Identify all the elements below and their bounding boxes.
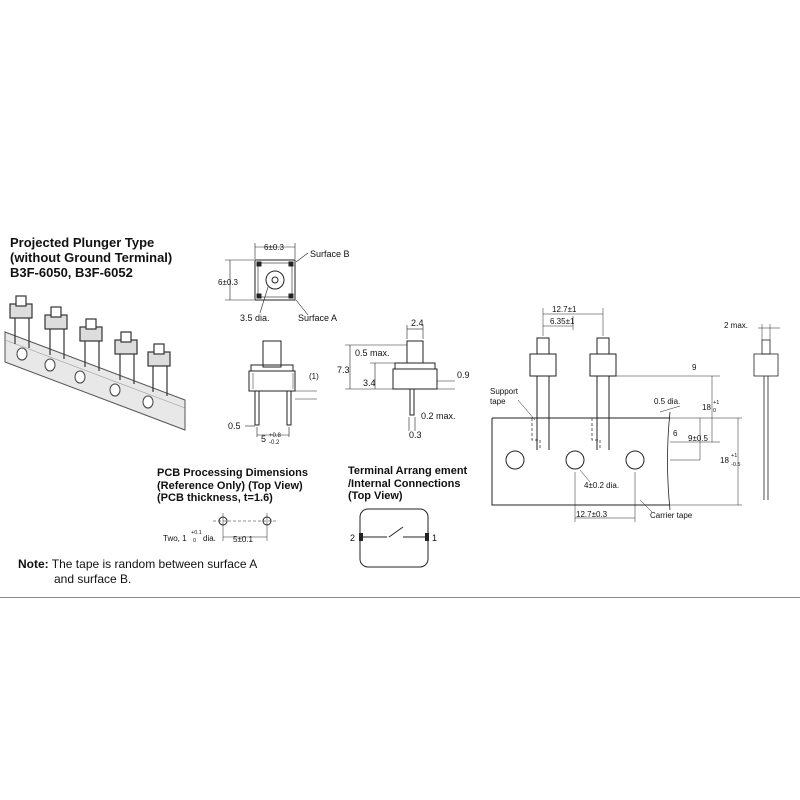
title-line-1: Projected Plunger Type [10,235,155,250]
support-tape-label-2: tape [490,397,506,406]
top-width-dim: 6±0.3 [264,243,285,252]
pin-right-label: 1 [432,533,437,543]
max-05-dim: 0.5 max. [355,348,390,358]
pcb-holes-drawing: Two, 1 +0.1 0 dia. 5±0.1 [163,513,277,544]
note-label: Note: [18,557,49,571]
note-block: Note: The tape is random between surface… [18,557,257,587]
terminal-diagram: 2 1 [350,508,437,568]
max-02-dim: 0.2 max. [421,411,456,421]
dim-09: 0.9 [457,370,470,380]
side-view-drawing: 0.5 5 +0.8 -0.2 (1) [228,340,319,446]
hole-label: Two, 1 [163,534,187,543]
terminal-heading-1: Terminal Arrang ement [348,465,468,477]
surface-b-label: Surface B [310,249,350,259]
pcb-heading-2: (Reference Only) (Top View) [157,479,303,492]
hole-tol-lower: 0 [193,538,196,544]
tape-dim-9: 9 [692,363,697,372]
tape-hole-dia: 4±0.2 dia. [584,481,619,490]
note-line-1: The tape is random between surface A [51,557,258,571]
terminal-heading: Terminal Arrang ement /Internal Connecti… [348,465,467,503]
tape-dim-18a: 18 [702,403,711,412]
tape-dia-05: 0.5 dia. [654,397,680,406]
tape-dim-18b-lower: -0.5 [731,462,740,468]
pcb-heading: PCB Processing Dimensions (Reference Onl… [157,467,308,505]
top-view-drawing: 6±0.3 6±0.3 Surface B 3.5 dia. Surface A [218,243,350,323]
pitch-tol-lower: -0.2 [269,440,280,446]
plunger-dia-label: 3.5 dia. [240,313,270,323]
height-34-dim: 3.4 [363,378,376,388]
carrier-tape-label: Carrier tape [650,511,693,520]
taped-switches-illustration [4,295,186,431]
hole-tol-upper: +0.1 [191,530,202,536]
tape-dim-18b-upper: +1 [731,453,737,459]
pitch-dim: 5 [261,434,266,444]
pcb-heading-1: PCB Processing Dimensions [157,467,308,479]
spacing-dim: 5±0.1 [233,535,254,544]
tape-half-pitch: 6.35±1 [550,317,575,326]
title-line-2: (without Ground Terminal) [10,250,173,265]
title-block: Projected Plunger Type (without Ground T… [10,235,172,280]
support-tape-label: Support [490,387,519,396]
title-line-3: B3F-6050, B3F-6052 [10,265,133,280]
tape-dim-18a-upper: +1 [713,400,719,406]
pin-left-label: 2 [350,533,355,543]
terminal-heading-3: (Top View) [348,490,403,502]
tape-dim-18b: 18 [720,456,729,465]
hole-suffix: dia. [203,534,216,543]
note-line-2: and surface B. [54,572,132,586]
pitch-tol-upper: +0.8 [269,433,282,439]
surface-a-label: Surface A [298,313,337,323]
tape-dim-9b: 9±0.5 [688,434,709,443]
tape-pitch-bottom: 12.7±0.3 [576,510,608,519]
terminal-heading-2: /Internal Connections [348,477,461,490]
pcb-heading-3: (PCB thickness, t=1.6) [157,492,273,504]
plunger-width-dim: 2.4 [411,318,424,328]
divider-line [0,597,800,598]
tape-dim-18a-lower: 0 [713,408,716,414]
top-height-dim: 6±0.3 [218,278,239,287]
pin-width-dim: 0.5 [228,421,241,431]
tape-dim-6: 6 [673,429,678,438]
dim-03: 0.3 [409,430,422,440]
tape-pitch-top: 12.7±1 [552,305,577,314]
side-view-2-drawing: 2.4 0.5 max. 7.3 3.4 0.9 0.2 max. 0.3 [337,318,470,440]
tape-max-2: 2 max. [724,321,748,330]
callout-1: (1) [309,372,319,381]
tape-drawing: 12.7±1 6.35±1 Support tape 0.5 dia. 9 18… [490,305,780,522]
height-73-dim: 7.3 [337,365,350,375]
